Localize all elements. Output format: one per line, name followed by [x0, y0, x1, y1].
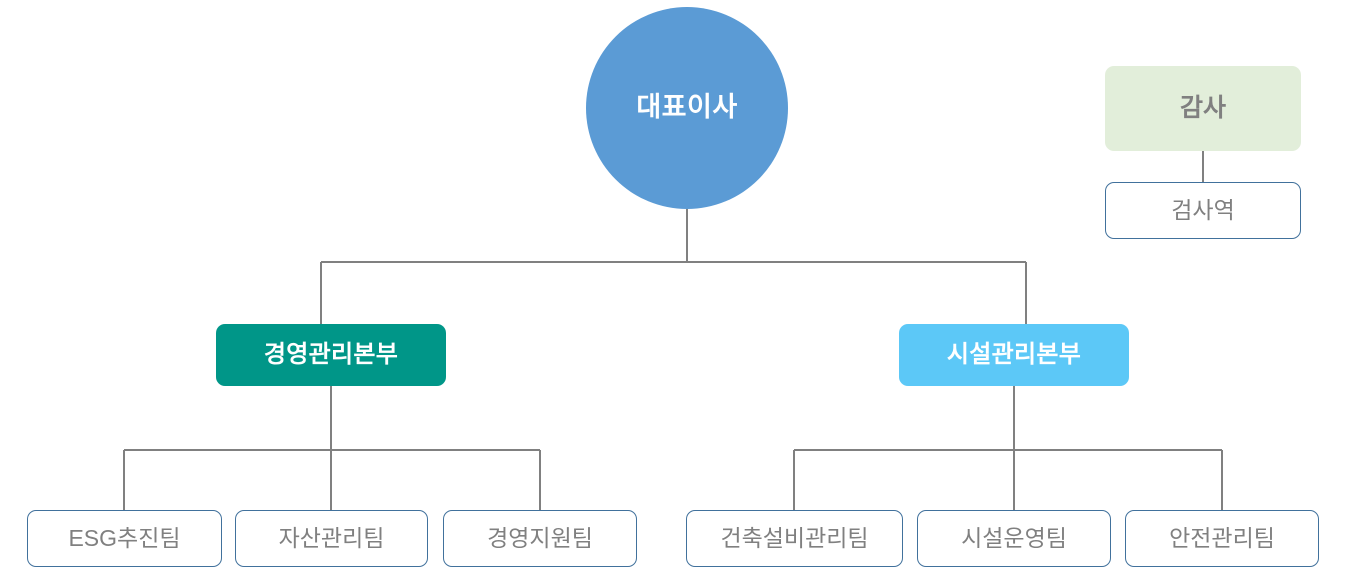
node-division-facility[interactable]: 시설관리본부 — [899, 324, 1129, 386]
node-team-asset-management[interactable]: 자산관리팀 — [235, 510, 428, 567]
node-team-building-equipment[interactable]: 건축설비관리팀 — [686, 510, 903, 567]
node-team-management-support[interactable]: 경영지원팀 — [443, 510, 637, 567]
node-audit[interactable]: 감사 — [1105, 66, 1301, 151]
node-division-management[interactable]: 경영관리본부 — [216, 324, 446, 386]
node-inspector[interactable]: 검사역 — [1105, 182, 1301, 239]
node-team-esg[interactable]: ESG추진팀 — [27, 510, 222, 567]
node-ceo[interactable]: 대표이사 — [586, 7, 788, 209]
node-team-safety-management[interactable]: 안전관리팀 — [1125, 510, 1319, 567]
node-team-facility-operation[interactable]: 시설운영팀 — [917, 510, 1111, 567]
